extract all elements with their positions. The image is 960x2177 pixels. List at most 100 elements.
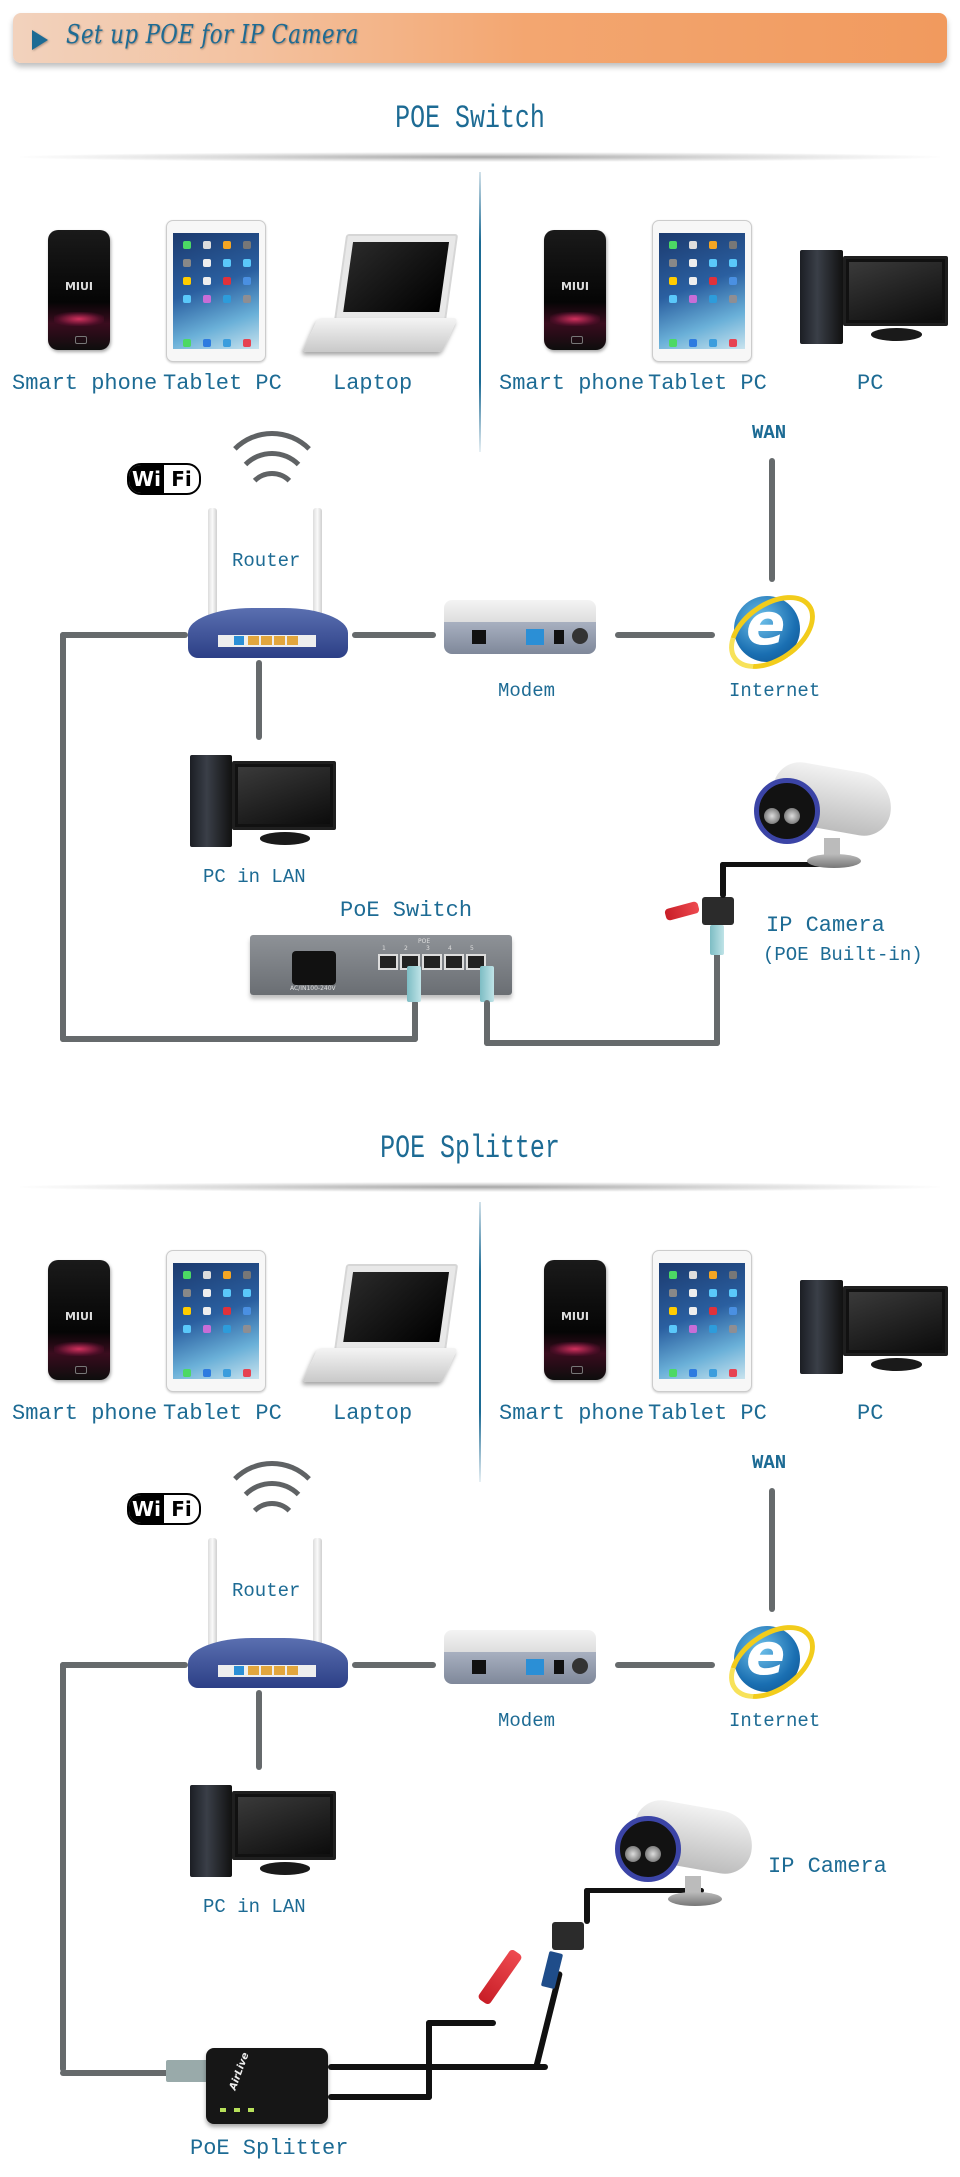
client-label-tablet: Tablet PC	[163, 371, 282, 396]
splitter-led	[248, 2108, 254, 2112]
tablet-app-icon	[203, 259, 211, 267]
tablet-app-icon	[689, 1325, 697, 1333]
switch-port[interactable]	[444, 954, 464, 970]
router-label: Router	[232, 550, 301, 572]
switch-port-number: 5	[470, 945, 474, 952]
tablet-app-icon	[669, 241, 677, 249]
switch-port-number: 4	[448, 945, 452, 952]
modem-phone-port	[472, 1660, 486, 1674]
tablet-app-icon	[669, 1369, 677, 1377]
tablet-app-icon	[183, 339, 191, 347]
switch-port[interactable]	[378, 954, 398, 970]
tablet-app-icon	[729, 1325, 737, 1333]
tablet-app-icon	[223, 277, 231, 285]
modem-icon	[444, 1630, 596, 1652]
modem-label: Modem	[498, 680, 556, 702]
laptop-keyboard	[302, 1348, 458, 1382]
tablet-app-icon	[729, 259, 737, 267]
tablet-app-icon	[729, 277, 737, 285]
pc-lan-label: PC in LAN	[203, 866, 306, 888]
laptop-keyboard	[302, 318, 458, 352]
tablet-app-icon	[243, 295, 251, 303]
tablet-app-icon	[183, 1325, 191, 1333]
tablet-app-icon	[183, 241, 191, 249]
trunk-bottom-cable	[60, 1036, 418, 1042]
tablet-app-icon	[689, 339, 697, 347]
router-lan-port	[261, 636, 272, 645]
camera-ir-led	[784, 808, 800, 824]
tablet-app-icon	[669, 259, 677, 267]
tablet-app-icon	[183, 259, 191, 267]
router-lan-port	[248, 1666, 259, 1675]
tablet-app-icon	[729, 1369, 737, 1377]
ip-camera-label: IP Camera	[768, 1854, 887, 1879]
tablet-icon	[652, 1250, 752, 1392]
modem-icon	[444, 600, 596, 622]
monitor-icon	[232, 1790, 336, 1860]
tablet-app-icon	[203, 1271, 211, 1279]
tablet-app-icon	[203, 1369, 211, 1377]
tablet-app-icon	[709, 1369, 717, 1377]
ip-camera-sublabel: (POE Built-in)	[763, 944, 923, 966]
router-lan-port	[248, 636, 259, 645]
splitter-power-out-cable	[426, 2020, 432, 2100]
tablet-app-icon	[223, 1289, 231, 1297]
router-lan-port	[261, 1666, 272, 1675]
modem-power-port	[554, 630, 564, 644]
tablet-app-icon	[183, 1271, 191, 1279]
tablet-app-icon	[709, 295, 717, 303]
client-label-smartphone: Smart phone	[499, 371, 645, 396]
tablet-app-icon	[223, 1271, 231, 1279]
tablet-app-icon	[243, 1307, 251, 1315]
monitor-icon	[232, 760, 336, 830]
tablet-app-icon	[243, 259, 251, 267]
router-lan-port	[287, 1666, 298, 1675]
camera-pigtail	[720, 862, 726, 898]
tablet-app-icon	[709, 339, 717, 347]
wan-label: WAN	[752, 1452, 787, 1474]
splitter-power-out-cable	[328, 2094, 432, 2100]
tablet-app-icon	[183, 295, 191, 303]
tablet-app-icon	[689, 241, 697, 249]
router-trunk-cable	[60, 632, 188, 638]
tablet-app-icon	[203, 241, 211, 249]
router-wan-port	[234, 636, 244, 645]
section-title: POE Switch	[395, 100, 545, 137]
switch-poe-header: POE	[418, 938, 431, 945]
router-antenna	[313, 508, 322, 656]
tablet-app-icon	[669, 1271, 677, 1279]
splitter-led	[234, 2108, 240, 2112]
play-triangle-icon	[32, 30, 48, 50]
router-modem-cable	[352, 1662, 436, 1668]
tablet-app-icon	[223, 241, 231, 249]
client-label-tablet: Tablet PC	[648, 1401, 767, 1426]
tablet-app-icon	[709, 1325, 717, 1333]
tablet-app-icon	[729, 339, 737, 347]
modem-lan-port	[526, 1659, 544, 1675]
pc-lan-label: PC in LAN	[203, 1896, 306, 1918]
wan-cable	[769, 458, 775, 582]
router-lan-port	[287, 636, 298, 645]
camera-pigtail	[584, 1888, 590, 1924]
page-title: Set up POE for IP Camera	[66, 20, 359, 50]
internet-explorer-icon	[734, 1626, 800, 1692]
camera-rj45-jack	[552, 1922, 584, 1950]
vertical-divider	[479, 1202, 481, 1482]
wifi-signal-icon	[245, 1501, 299, 1555]
smartphone-icon: MIUI	[48, 1260, 110, 1380]
desktop-pc-icon	[190, 755, 232, 848]
tablet-app-icon	[729, 295, 737, 303]
tablet-app-icon	[243, 1369, 251, 1377]
switch-port[interactable]	[422, 954, 442, 970]
tablet-app-icon	[669, 1307, 677, 1315]
router-antenna	[208, 1538, 217, 1686]
switch-port-number: 1	[382, 945, 386, 952]
internet-e-glyph: e	[746, 590, 786, 658]
phone-home-button	[75, 336, 88, 344]
rj45-plug	[166, 2060, 210, 2082]
tablet-app-icon	[183, 1289, 191, 1297]
laptop-icon	[333, 1264, 459, 1352]
wan-label: WAN	[752, 422, 787, 444]
